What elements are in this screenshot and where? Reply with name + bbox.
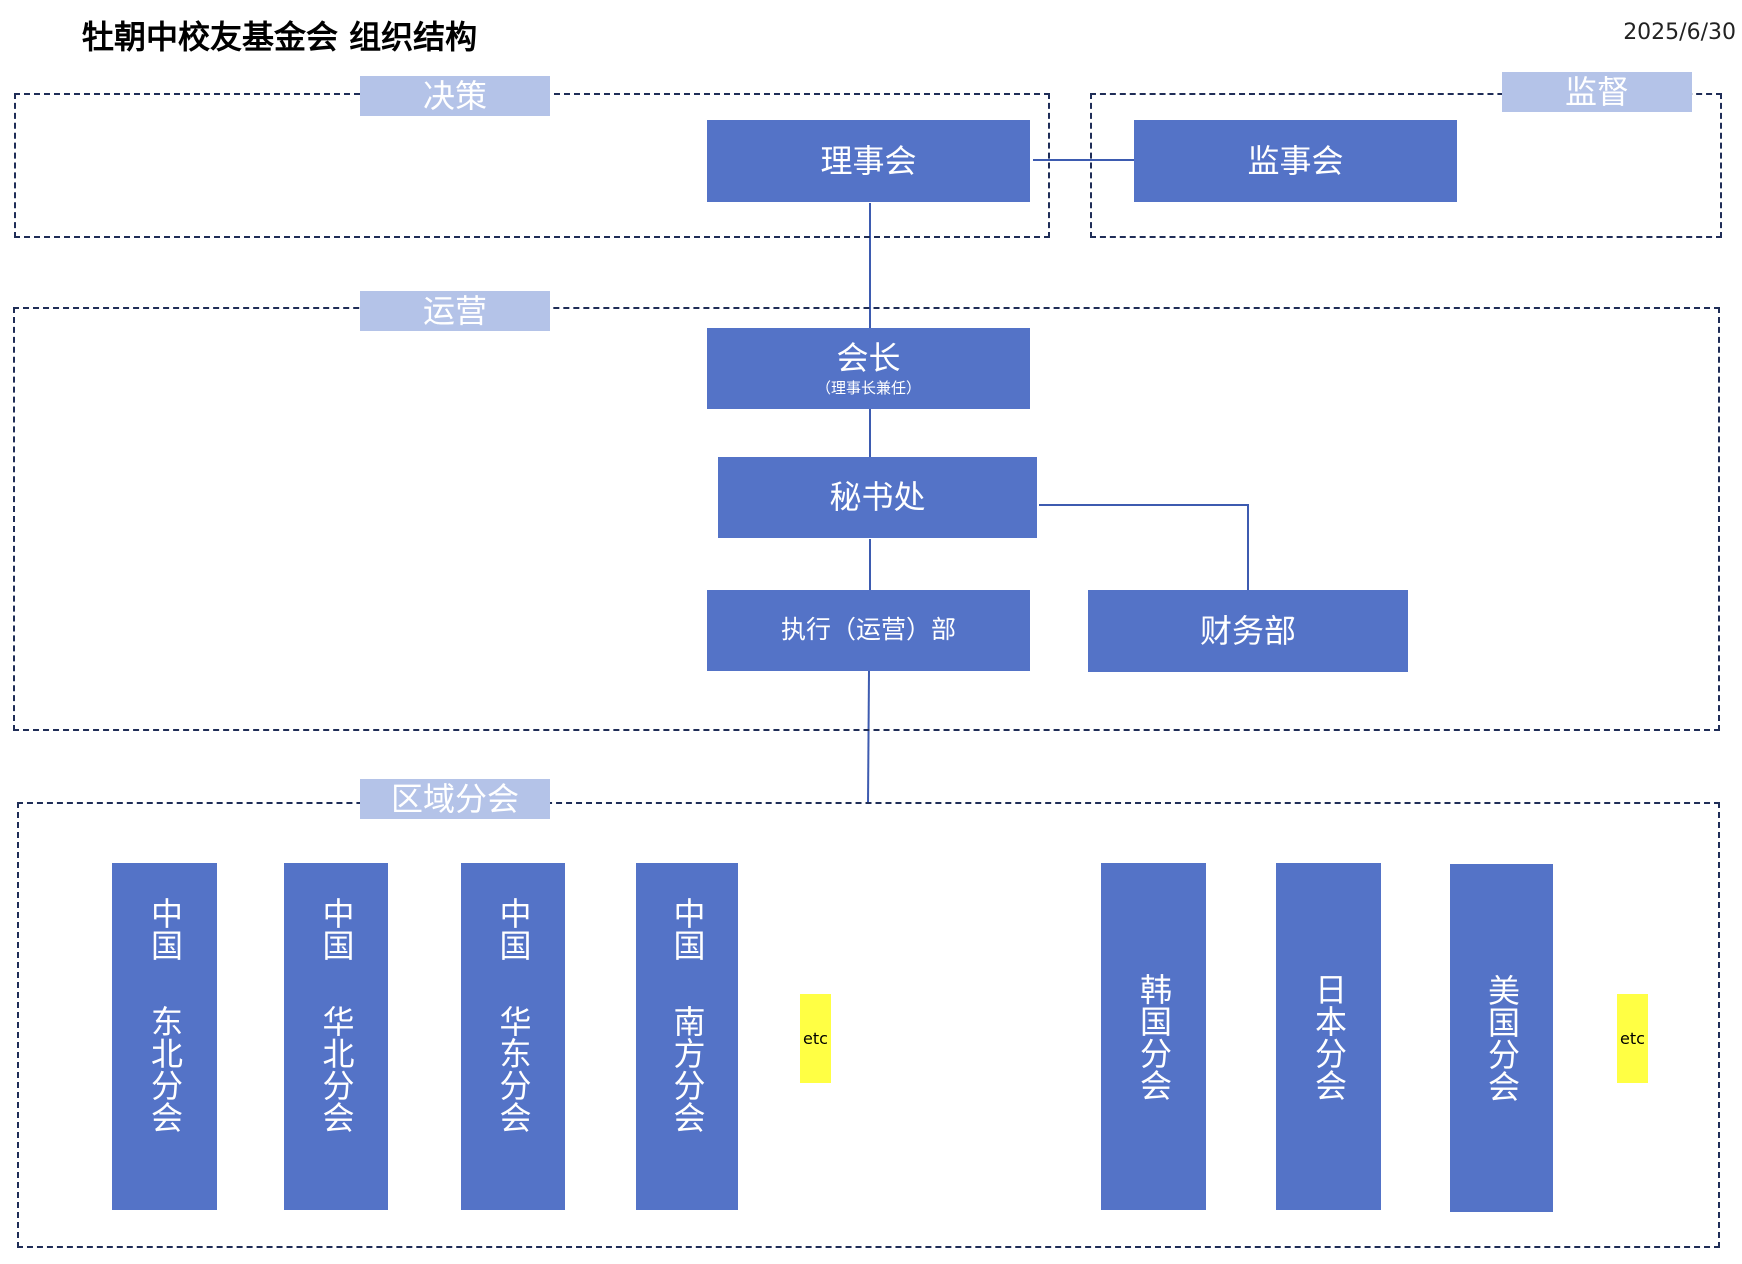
etc-badge-overseas: etc <box>1617 994 1648 1083</box>
branch-south-name: 南方分会 <box>668 1005 707 1133</box>
branch-east-name: 华东分会 <box>494 1005 533 1133</box>
regional-group-label: 区域分会 <box>360 779 550 819</box>
president-node[interactable]: 会长 （理事长兼任） <box>707 328 1030 409</box>
branch-japan-name: 日本分会 <box>1310 972 1348 1101</box>
decision-group-label: 决策 <box>360 76 550 116</box>
line-executive-regional <box>867 670 870 804</box>
executive-label: 执行（运营）部 <box>780 615 956 645</box>
branch-korea[interactable]: 韩国分会 <box>1101 863 1206 1210</box>
branch-korea-name: 韩国分会 <box>1135 972 1173 1101</box>
branch-usa[interactable]: 美国分会 <box>1450 864 1553 1212</box>
line-secretariat-finance <box>1039 504 1249 590</box>
operation-group <box>13 307 1720 731</box>
branch-east-prefix: 中国 <box>494 897 533 961</box>
president-note: （理事长兼任） <box>815 378 921 397</box>
branch-northeast-prefix: 中国 <box>146 897 184 961</box>
branch-northeast-name: 东北分会 <box>146 1005 184 1133</box>
branch-south-prefix: 中国 <box>668 897 707 961</box>
supervisors-node[interactable]: 监事会 <box>1134 120 1457 202</box>
president-label: 会长 <box>836 339 901 378</box>
branch-north[interactable]: 中国 华北分会 <box>284 863 388 1210</box>
date-label: 2025/6/30 <box>1623 20 1736 45</box>
supervision-group <box>1090 93 1722 238</box>
regional-group <box>17 802 1720 1248</box>
secretariat-label: 秘书处 <box>829 478 926 517</box>
finance-node[interactable]: 财务部 <box>1088 590 1408 672</box>
finance-label: 财务部 <box>1199 611 1296 650</box>
etc-badge-domestic: etc <box>800 994 831 1083</box>
branch-south[interactable]: 中国 南方分会 <box>636 863 738 1210</box>
executive-node[interactable]: 执行（运营）部 <box>707 590 1030 671</box>
supervision-group-label: 监督 <box>1502 72 1692 112</box>
secretariat-node[interactable]: 秘书处 <box>718 457 1037 538</box>
board-label: 理事会 <box>820 141 917 180</box>
branch-north-prefix: 中国 <box>317 897 356 961</box>
supervisors-label: 监事会 <box>1247 141 1344 180</box>
branch-east[interactable]: 中国 华东分会 <box>461 863 565 1210</box>
branch-north-name: 华北分会 <box>317 1005 356 1133</box>
branch-japan[interactable]: 日本分会 <box>1276 863 1381 1210</box>
board-node[interactable]: 理事会 <box>707 120 1030 202</box>
page-title: 牡朝中校友基金会 组织结构 <box>82 18 478 56</box>
operation-group-label: 运营 <box>360 291 550 331</box>
branch-usa-name: 美国分会 <box>1483 974 1521 1102</box>
branch-northeast[interactable]: 中国 东北分会 <box>112 863 217 1210</box>
